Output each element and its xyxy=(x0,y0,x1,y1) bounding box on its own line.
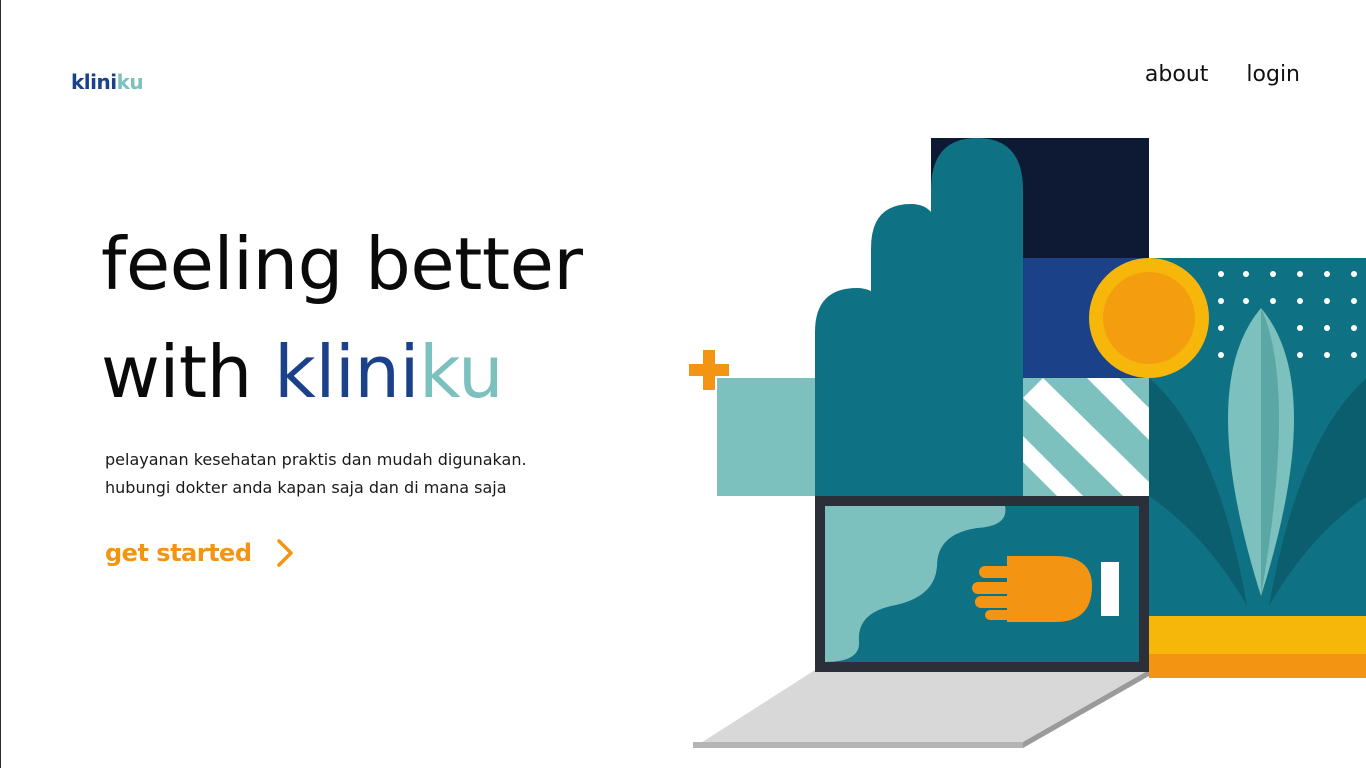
get-started-label: get started xyxy=(105,539,252,567)
get-started-button[interactable]: get started xyxy=(105,538,294,568)
hero-brand-primary: klini xyxy=(274,330,419,414)
teal-light-block xyxy=(717,378,827,496)
striped-panel xyxy=(1023,378,1149,496)
hero-title-prefix: with xyxy=(101,330,275,414)
logo-text-secondary: ku xyxy=(116,70,144,94)
hero-subtitle-line-1: pelayanan kesehatan praktis dan mudah di… xyxy=(105,450,527,469)
hand-on-screen xyxy=(972,556,1119,622)
nav-link-login[interactable]: login xyxy=(1246,62,1300,87)
chevron-right-icon xyxy=(276,538,294,568)
hero-subtitle: pelayanan kesehatan praktis dan mudah di… xyxy=(105,446,527,502)
top-nav: about login xyxy=(1145,62,1300,87)
hero-title: feeling better with kliniku xyxy=(101,210,583,426)
hero-title-line-1: feeling better xyxy=(101,222,583,306)
logo-text-primary: klini xyxy=(71,70,117,94)
laptop-icon xyxy=(693,496,1149,748)
nav-link-about[interactable]: about xyxy=(1144,62,1209,87)
raised-hand-shape xyxy=(815,138,1023,496)
hero-title-line-2: with kliniku xyxy=(101,318,583,426)
plus-icon xyxy=(689,350,729,390)
sun-circle xyxy=(1089,258,1209,378)
plant-pot xyxy=(1149,616,1366,678)
hero-subtitle-line-2: hubungi dokter anda kapan saja dan di ma… xyxy=(105,478,507,497)
telemedicine-laptop-illustration xyxy=(687,136,1366,752)
plant-leaves xyxy=(1149,308,1366,620)
hero-brand-secondary: ku xyxy=(418,330,504,414)
kliniku-logo[interactable]: kliniku xyxy=(71,70,144,94)
